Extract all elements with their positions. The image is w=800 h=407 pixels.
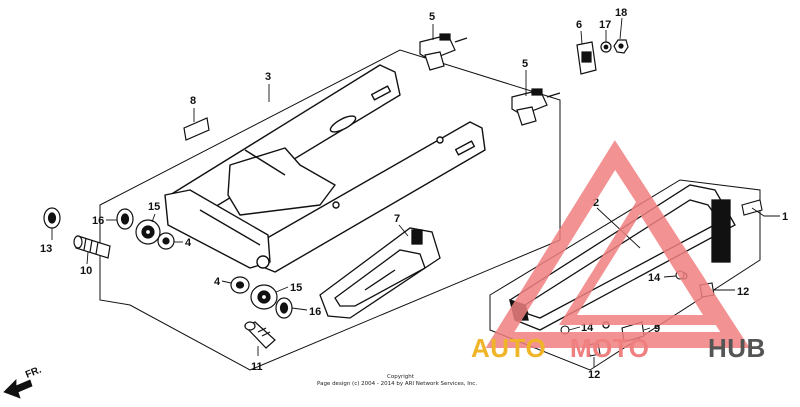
seal-part-16-lower: [275, 297, 293, 319]
front-direction-arrow: FR.: [3, 364, 43, 399]
chain-case-panel-outline: [489, 179, 761, 371]
callout-1: 1: [782, 211, 788, 223]
pivot-bolt-part-10: [73, 235, 111, 259]
bearing-part-15-lower: [250, 284, 278, 310]
swingarm-part: [164, 64, 486, 273]
callout-12-upper: 12: [737, 286, 749, 298]
callout-16-lower: 16: [309, 306, 321, 318]
callout-6: 6: [576, 19, 582, 31]
callout-5-lower: 5: [522, 58, 528, 70]
callout-4-lower: 4: [214, 276, 221, 288]
watermark-moto-text: MOTO: [570, 333, 650, 363]
watermark-brand-text: AUTO MOTO HUB: [471, 333, 766, 363]
callout-17: 17: [599, 19, 611, 31]
watermark-hub-text: HUB: [708, 333, 766, 363]
pivot-nut-part-13: [43, 207, 61, 229]
callout-10: 10: [80, 265, 92, 277]
collar-part-4-left: [157, 232, 175, 250]
label-part: [183, 117, 210, 141]
collar-part-4-lower: [230, 276, 250, 294]
callout-8: 8: [190, 95, 196, 107]
chain-slider-part: [319, 227, 441, 319]
chain-adjuster-upper: [419, 33, 468, 71]
callout-2: 2: [593, 197, 599, 209]
callout-3: 3: [265, 71, 271, 83]
callout-16-left: 16: [92, 215, 104, 227]
callout-15-left: 15: [148, 201, 160, 213]
bearing-part-15-left: [135, 219, 161, 245]
watermark-triangle-logo: [485, 140, 750, 348]
bolt-part-11: [243, 321, 276, 349]
watermark-auto-text: AUTO: [471, 333, 546, 363]
chain-adjuster-lower: [511, 88, 561, 126]
seal-part-16-left: [116, 208, 134, 230]
nut-part-18: [613, 39, 629, 54]
copyright-heading: Copyright: [387, 374, 415, 380]
callout-4-left: 4: [185, 237, 192, 249]
callout-5-upper: 5: [429, 11, 435, 23]
callout-12-lower: 12: [588, 369, 600, 381]
washer-part-17: [600, 41, 612, 53]
front-direction-label: FR.: [24, 364, 43, 380]
copyright-text: Page design (c) 2004 - 2014 by ARI Netwo…: [317, 381, 477, 387]
callout-14-upper: 14: [648, 272, 661, 284]
callout-18: 18: [615, 7, 627, 19]
callout-15-lower: 15: [290, 282, 302, 294]
callout-13: 13: [40, 243, 52, 255]
leader-lines: [51, 17, 780, 367]
callout-11: 11: [251, 361, 263, 373]
callout-9: 9: [654, 323, 660, 335]
callout-7: 7: [394, 213, 400, 225]
reflector-part: [576, 41, 597, 75]
